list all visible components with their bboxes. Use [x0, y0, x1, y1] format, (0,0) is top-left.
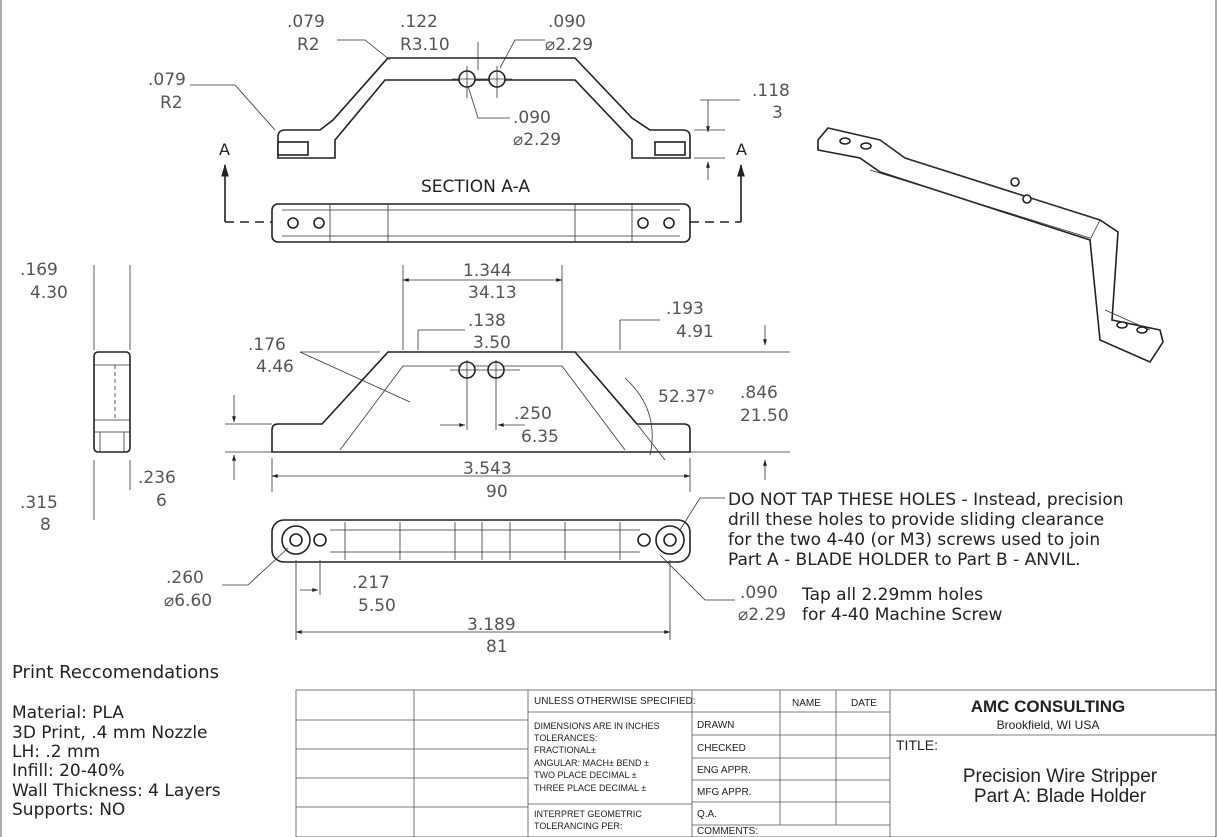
- tb-row-comments: COMMENTS:: [697, 826, 758, 837]
- dim-fillet-top-mm: R2: [297, 35, 320, 55]
- tb-spec-2: TOLERANCES:: [534, 733, 597, 743]
- dim-tap-hole-in: .090: [740, 583, 778, 603]
- bottom-view: [222, 497, 735, 640]
- side-view: [93, 265, 131, 520]
- tb-col-date: DATE: [851, 698, 877, 709]
- tb-row-eng: ENG APPR.: [697, 765, 751, 776]
- tb-title-line-2: Part A: Blade Holder: [974, 786, 1147, 807]
- dim-notch-offset-mm: 3.50: [473, 333, 511, 353]
- tb-row-qa: Q.A.: [697, 809, 717, 820]
- tb-location: Brookfield, WI USA: [997, 718, 1100, 732]
- section-title: SECTION A-A: [421, 177, 530, 197]
- dim-thickness-in: .118: [752, 81, 790, 101]
- tb-spec-3: FRACTIONAL±: [534, 745, 596, 755]
- dim-hole-top-mm: ⌀2.29: [545, 35, 593, 55]
- tb-interpret-2: TOLERANCING PER:: [534, 821, 622, 831]
- print-line-2: 3D Print, .4 mm Nozzle: [12, 723, 208, 743]
- section-marker-left: A: [219, 140, 230, 159]
- dim-length-in: 3.543: [463, 459, 512, 479]
- isometric-view: [817, 127, 1164, 364]
- dim-hole-spacing-mm: 5.50: [358, 596, 396, 616]
- tap-note-line-2: for 4-40 Machine Screw: [802, 605, 1003, 625]
- drill-note-line-1: DO NOT TAP THESE HOLES - Instead, precis…: [728, 490, 1124, 510]
- dim-lower-in: .236: [138, 468, 176, 488]
- tb-row-drawn: DRAWN: [697, 720, 734, 731]
- dim-depth-in: .169: [20, 260, 58, 280]
- dim-tap-hole-mm: ⌀2.29: [738, 605, 786, 625]
- dim-hole-spacing-in: .217: [352, 573, 390, 593]
- print-line-1: Material: PLA: [12, 703, 124, 723]
- tb-col-name: NAME: [792, 698, 821, 709]
- section-slot-right: [654, 141, 686, 156]
- tb-spec-1: DIMENSIONS ARE IN INCHES: [534, 721, 660, 731]
- print-line-6: Supports: NO: [12, 800, 125, 820]
- dim-hole-pitch-in: 3.189: [467, 615, 516, 635]
- dim-wall-mm: 4.46: [256, 357, 294, 377]
- front-view: [225, 265, 790, 492]
- dim-hole-mid-in: .090: [513, 108, 551, 128]
- section-slot-left: [277, 141, 309, 156]
- dim-wall-in: .176: [248, 335, 286, 355]
- dim-fillet-side-mm: R2: [160, 93, 183, 113]
- tb-company: AMC CONSULTING: [971, 697, 1126, 716]
- dim-lower-mm: 6: [156, 491, 167, 511]
- tb-spec-5: TWO PLACE DECIMAL ±: [534, 770, 637, 780]
- section-body: [277, 57, 691, 159]
- tap-note-line-1: Tap all 2.29mm holes: [801, 585, 983, 605]
- print-line-5: Wall Thickness: 4 Layers: [12, 781, 221, 801]
- dim-hole-top-in: .090: [548, 12, 586, 32]
- dim-arc-top-mm: R3.10: [400, 35, 450, 55]
- dim-arc-top-in: .122: [400, 12, 438, 32]
- dim-height-in: .846: [740, 383, 778, 403]
- print-heading: Print Reccomendations: [12, 662, 219, 683]
- section-view-a-a: [190, 39, 740, 180]
- print-line-4: Infill: 20-40%: [12, 761, 125, 781]
- drill-note-line-2: drill these holes to provide sliding cle…: [728, 510, 1104, 530]
- dim-hole-pitch-mm: 81: [486, 637, 508, 657]
- dim-thickness-mm: 3: [772, 103, 783, 123]
- dim-height-mm: 21.50: [740, 406, 789, 426]
- dim-total-in: .315: [20, 493, 58, 513]
- dim-notch-width-mm: 6.35: [521, 427, 559, 447]
- dim-total-mm: 8: [40, 515, 51, 535]
- dim-notch-width-in: .250: [514, 404, 552, 424]
- tb-title-line-1: Precision Wire Stripper: [963, 766, 1158, 787]
- dim-hole-mid-mm: ⌀2.29: [513, 130, 561, 150]
- print-line-3: LH: .2 mm: [12, 742, 100, 762]
- dim-counterbore-mm: ⌀6.60: [164, 591, 212, 611]
- tb-row-checked: CHECKED: [697, 743, 746, 754]
- tb-unless: UNLESS OTHERWISE SPECIFIED:: [534, 696, 696, 707]
- tb-interpret-1: INTERPRET GEOMETRIC: [534, 809, 642, 819]
- drill-note-line-3: for the two 4-40 (or M3) screws used to …: [728, 530, 1100, 550]
- plan-view-bar: [271, 203, 691, 243]
- drill-note-line-4: Part A - BLADE HOLDER to Part B - ANVIL.: [728, 550, 1081, 570]
- dim-angle: 52.37°: [658, 387, 715, 407]
- title-block: [295, 689, 1217, 837]
- dim-counterbore-in: .260: [166, 568, 204, 588]
- tb-spec-4: ANGULAR: MACH± BEND ±: [534, 758, 649, 768]
- section-marker-right: A: [736, 140, 747, 159]
- dim-fillet-top-in: .079: [287, 12, 325, 32]
- dim-top-width-mm: 34.13: [468, 283, 517, 303]
- dim-top-width-in: 1.344: [463, 261, 512, 281]
- tb-row-mfg: MFG APPR.: [697, 787, 751, 798]
- dim-depth-mm: 4.30: [30, 283, 68, 303]
- tb-title-label: TITLE:: [896, 737, 938, 753]
- dim-length-mm: 90: [486, 482, 508, 502]
- dim-notch-offset-in: .138: [468, 311, 506, 331]
- dim-top-thickness-mm: 4.91: [676, 322, 714, 342]
- dim-fillet-side-in: .079: [148, 70, 186, 90]
- dim-top-thickness-in: .193: [666, 299, 704, 319]
- tb-spec-6: THREE PLACE DECIMAL ±: [534, 783, 646, 793]
